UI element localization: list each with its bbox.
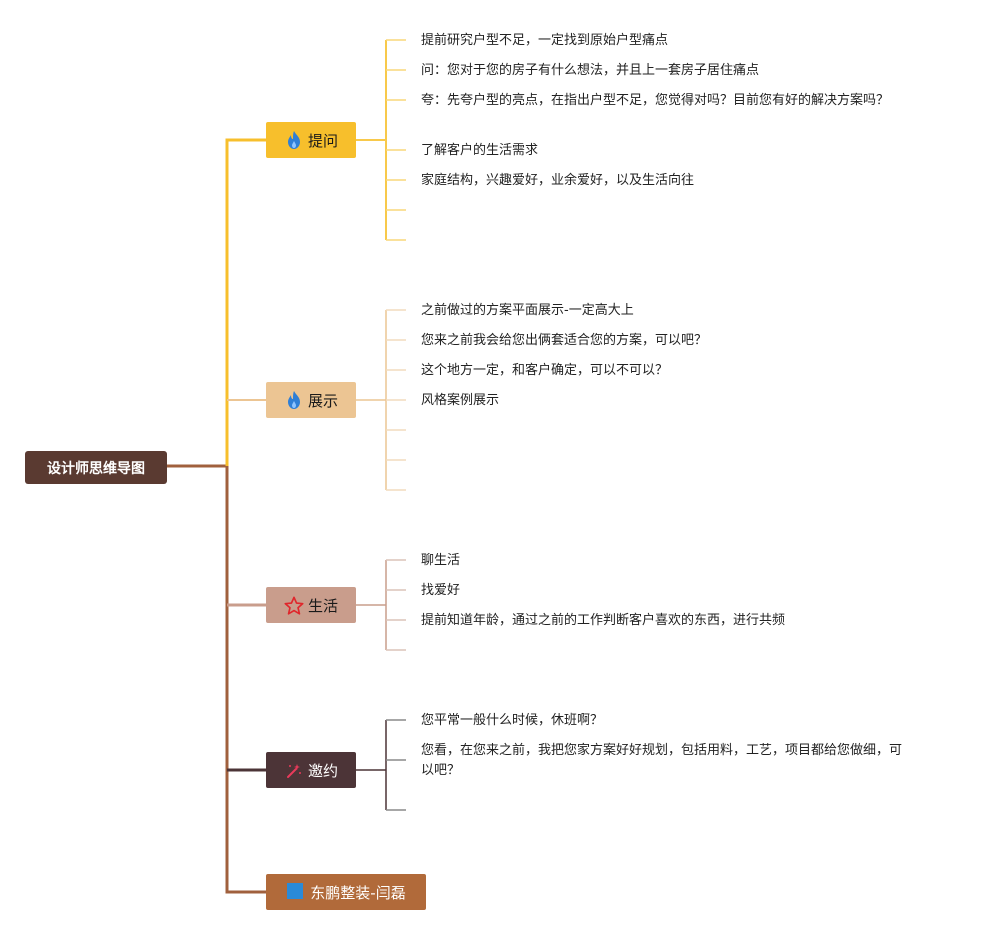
magic-wand-icon [284, 760, 304, 780]
bracket-shenghuo [356, 560, 387, 650]
bracket-zhanshi [356, 310, 387, 490]
branch-node-yaoyue[interactable]: 邀约 [266, 752, 356, 788]
ticks-yaoyue [386, 719, 406, 811]
branch-node-zhanshi[interactable]: 展示 [266, 382, 356, 418]
root-label: 设计师思维导图 [47, 460, 145, 477]
leaf-item[interactable]: 家庭结构，兴趣爱好，业余爱好，以及生活向往 [421, 173, 695, 188]
root-node[interactable]: 设计师思维导图 [25, 451, 167, 484]
branch-node-shenghuo[interactable]: 生活 [266, 587, 356, 623]
leaf-item[interactable]: 找爱好 [421, 583, 461, 598]
leaf-item[interactable]: 提前研究户型不足，一定找到原始户型痛点 [421, 33, 669, 48]
branch-node-dongpeng[interactable]: 东鹏整装-闫磊 [266, 874, 426, 910]
branch-label: 展示 [307, 391, 338, 410]
spine-lower [225, 466, 266, 894]
leaf-item[interactable]: 风格案例展示 [421, 393, 500, 408]
bracket-yaoyue [356, 720, 387, 810]
branch-label: 邀约 [307, 761, 338, 780]
fire-icon [284, 130, 304, 150]
leaf-item[interactable]: 您平常一般什么时候，休班啊？ [421, 713, 604, 728]
leaf-item[interactable]: 问：您对于您的房子有什么想法，并且上一套房子居住痛点 [421, 63, 760, 78]
leaf-item[interactable]: 之前做过的方案平面展示-一定高大上 [421, 303, 634, 318]
branch-label: 提问 [307, 131, 338, 150]
fire-icon [284, 390, 304, 410]
leaf-item[interactable]: 这个地方一定，和客户确定，可以不可以？ [421, 363, 669, 378]
leaf-item[interactable]: 提前知道年龄，通过之前的工作判断客户喜欢的东西，进行共频 [421, 613, 786, 628]
branch-node-tiwen[interactable]: 提问 [266, 122, 356, 158]
ticks-tiwen [386, 39, 406, 241]
leaf-item[interactable]: 您看，在您来之前，我把您家方案好好规划，包括用料，工艺，项目都给您做细，可以吧？ [421, 743, 903, 778]
bracket-tiwen [356, 40, 387, 240]
ticks-shenghuo [386, 559, 406, 651]
ticks-zhanshi [386, 309, 406, 491]
leaf-item[interactable]: 您来之前我会给您出俩套适合您的方案，可以吧？ [421, 333, 708, 348]
star-icon [284, 595, 304, 615]
branch-label: 生活 [307, 596, 338, 615]
branch-label: 东鹏整装-闫磊 [310, 883, 406, 902]
spine-tiwen [225, 138, 266, 466]
blue-square-icon [286, 882, 306, 902]
leaf-item[interactable]: 了解客户的生活需求 [421, 143, 539, 158]
leaf-item[interactable]: 聊生活 [421, 553, 461, 568]
leaf-item[interactable]: 夸：先夸户型的亮点，在指出户型不足，您觉得对吗？目前您有好的解决方案吗？ [421, 93, 890, 108]
